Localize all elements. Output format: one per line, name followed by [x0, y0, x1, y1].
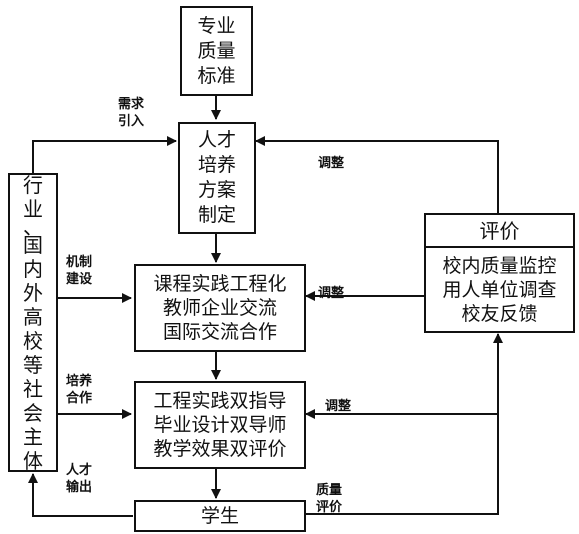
label-quality-eval: 质量 评价	[316, 482, 342, 516]
industry-char: 体	[23, 448, 43, 473]
label-line: 输出	[66, 480, 93, 495]
plan-line: 人才	[197, 129, 236, 151]
label-line: 评价	[316, 500, 343, 515]
label-line: 建设	[66, 272, 93, 287]
standard-line: 标准	[197, 64, 236, 87]
industry-char: 主	[23, 424, 43, 449]
label-line: 质量	[316, 483, 343, 498]
label-line: 机制	[66, 255, 93, 270]
engineering-line: 毕业设计双导师	[153, 414, 287, 436]
industry-char: 校	[23, 328, 43, 353]
standard-line: 专业	[197, 14, 236, 37]
industry-char: 社	[23, 376, 43, 401]
industry-char: 业	[23, 196, 43, 221]
label-demand-intro: 需求 引入	[118, 96, 144, 130]
label-adjust-mid: 调整	[318, 286, 345, 301]
evaluation-line: 校友反馈	[461, 302, 538, 325]
standard-line: 质量	[197, 39, 236, 62]
industry-char: 等	[23, 352, 43, 377]
arrow-eval-to-plan	[255, 136, 499, 213]
label-adjust-top: 调整	[318, 156, 345, 171]
industry-society-box: 行 业 、 国 内 外 高 校 等 社 会 主 体	[8, 172, 58, 473]
industry-char: 国	[23, 232, 43, 257]
student-box: 学生	[134, 500, 306, 532]
label-line: 合作	[66, 391, 93, 406]
industry-char: 内	[23, 256, 43, 281]
arrow-student-to-industry	[28, 473, 133, 517]
evaluation-body: 校内质量监控 用人单位调查 校友反馈	[426, 248, 573, 331]
course-line: 国际交流合作	[162, 321, 277, 343]
plan-line: 培养	[197, 154, 236, 176]
engineering-practice-box: 工程实践双指导 毕业设计双导师 教学效果双评价	[134, 381, 306, 469]
industry-char: 会	[23, 400, 43, 425]
industry-char: 、	[23, 214, 43, 239]
engineering-line: 工程实践双指导	[153, 390, 287, 412]
label-line: 引入	[118, 114, 145, 129]
arrow-industry-to-plan	[32, 136, 177, 173]
plan-line: 制定	[197, 204, 236, 226]
course-line: 教师企业交流	[162, 297, 277, 319]
plan-line: 方案	[197, 179, 236, 201]
industry-char: 外	[23, 280, 43, 305]
label-line: 培养	[66, 374, 93, 389]
label-talent-output: 人才 输出	[66, 462, 92, 496]
evaluation-line: 校内质量监控	[442, 254, 557, 277]
evaluation-box: 评价 校内质量监控 用人单位调查 校友反馈	[424, 213, 575, 333]
course-line: 课程实践工程化	[153, 273, 287, 295]
label-line: 需求	[118, 97, 145, 112]
industry-char: 行	[23, 172, 43, 197]
arrow-student-to-eval	[306, 333, 503, 515]
course-practice-box: 课程实践工程化 教师企业交流 国际交流合作	[134, 264, 306, 352]
student-label: 学生	[200, 505, 239, 527]
professional-standard-box: 专业 质量 标准	[180, 6, 253, 96]
label-mechanism: 机制 建设	[66, 254, 92, 288]
label-adjust-low: 调整	[325, 399, 352, 414]
talent-plan-box: 人才 培养 方案 制定	[178, 122, 256, 234]
engineering-line: 教学效果双评价	[153, 438, 287, 460]
label-line: 人才	[66, 463, 93, 478]
evaluation-title: 评价	[426, 215, 573, 248]
label-training: 培养 合作	[66, 373, 92, 407]
evaluation-line: 用人单位调查	[442, 278, 557, 301]
industry-char: 高	[23, 304, 43, 329]
